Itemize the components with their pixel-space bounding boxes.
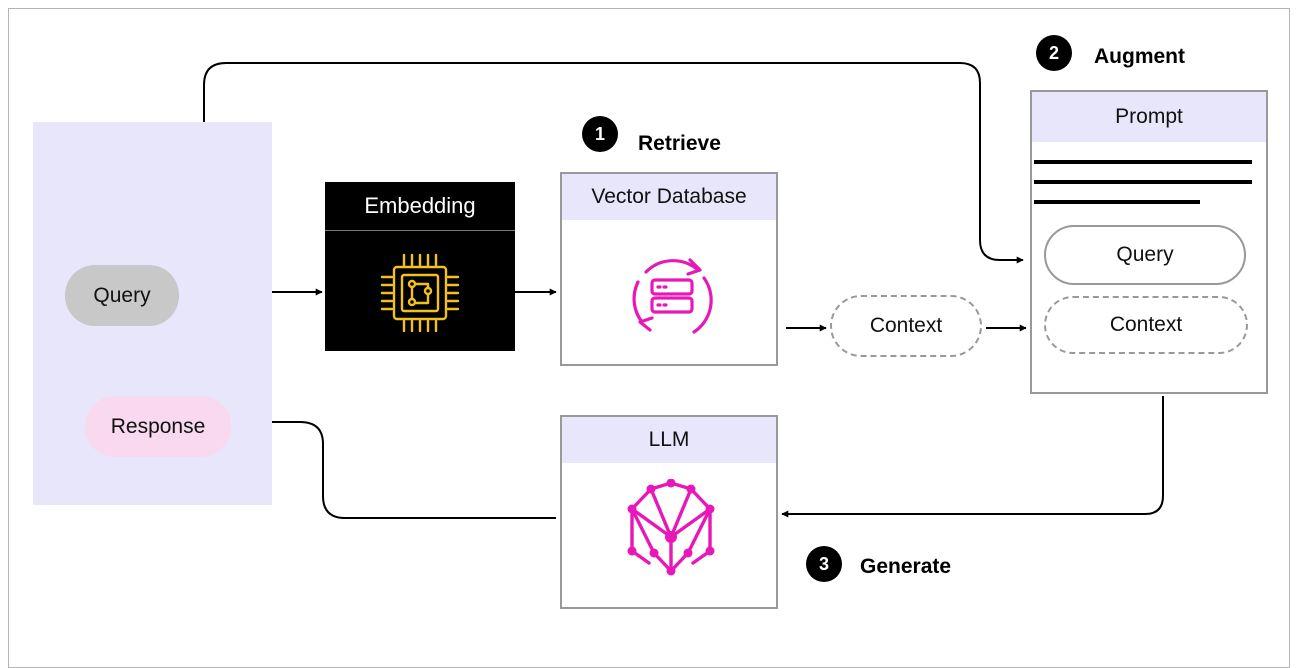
context-pill: Context: [830, 295, 982, 357]
llm-title: LLM: [562, 417, 776, 463]
arrow-llm-to-response: [249, 418, 556, 519]
step-3-label: Generate: [860, 555, 952, 578]
step-2-badge: 2: [1036, 35, 1072, 71]
prompt-title: Prompt: [1032, 92, 1266, 142]
text-lines-icon: [1034, 160, 1252, 204]
step-1-label: Retrieve: [638, 132, 721, 155]
step-3-badge: 3: [806, 546, 842, 582]
llm-box: LLM: [560, 415, 778, 609]
embedding-box: Embedding: [325, 182, 515, 351]
response-pill: Response: [85, 396, 231, 457]
step-1-badge: 1: [582, 116, 618, 152]
arrow-prompt-to-llm: [781, 396, 1164, 518]
network-icon: [627, 479, 715, 576]
chip-icon: [380, 253, 460, 333]
embedding-title: Embedding: [325, 182, 515, 231]
query-pill: Query: [65, 265, 179, 326]
vector-database-box: Vector Database: [560, 172, 778, 366]
prompt-context-pill: Context: [1044, 296, 1248, 354]
vector-database-title: Vector Database: [562, 174, 776, 220]
arrow-query-to-prompt: [203, 62, 1024, 292]
prompt-query-pill: Query: [1044, 225, 1246, 285]
database-sync-icon: [632, 258, 713, 334]
step-2-label: Augment: [1094, 45, 1185, 68]
